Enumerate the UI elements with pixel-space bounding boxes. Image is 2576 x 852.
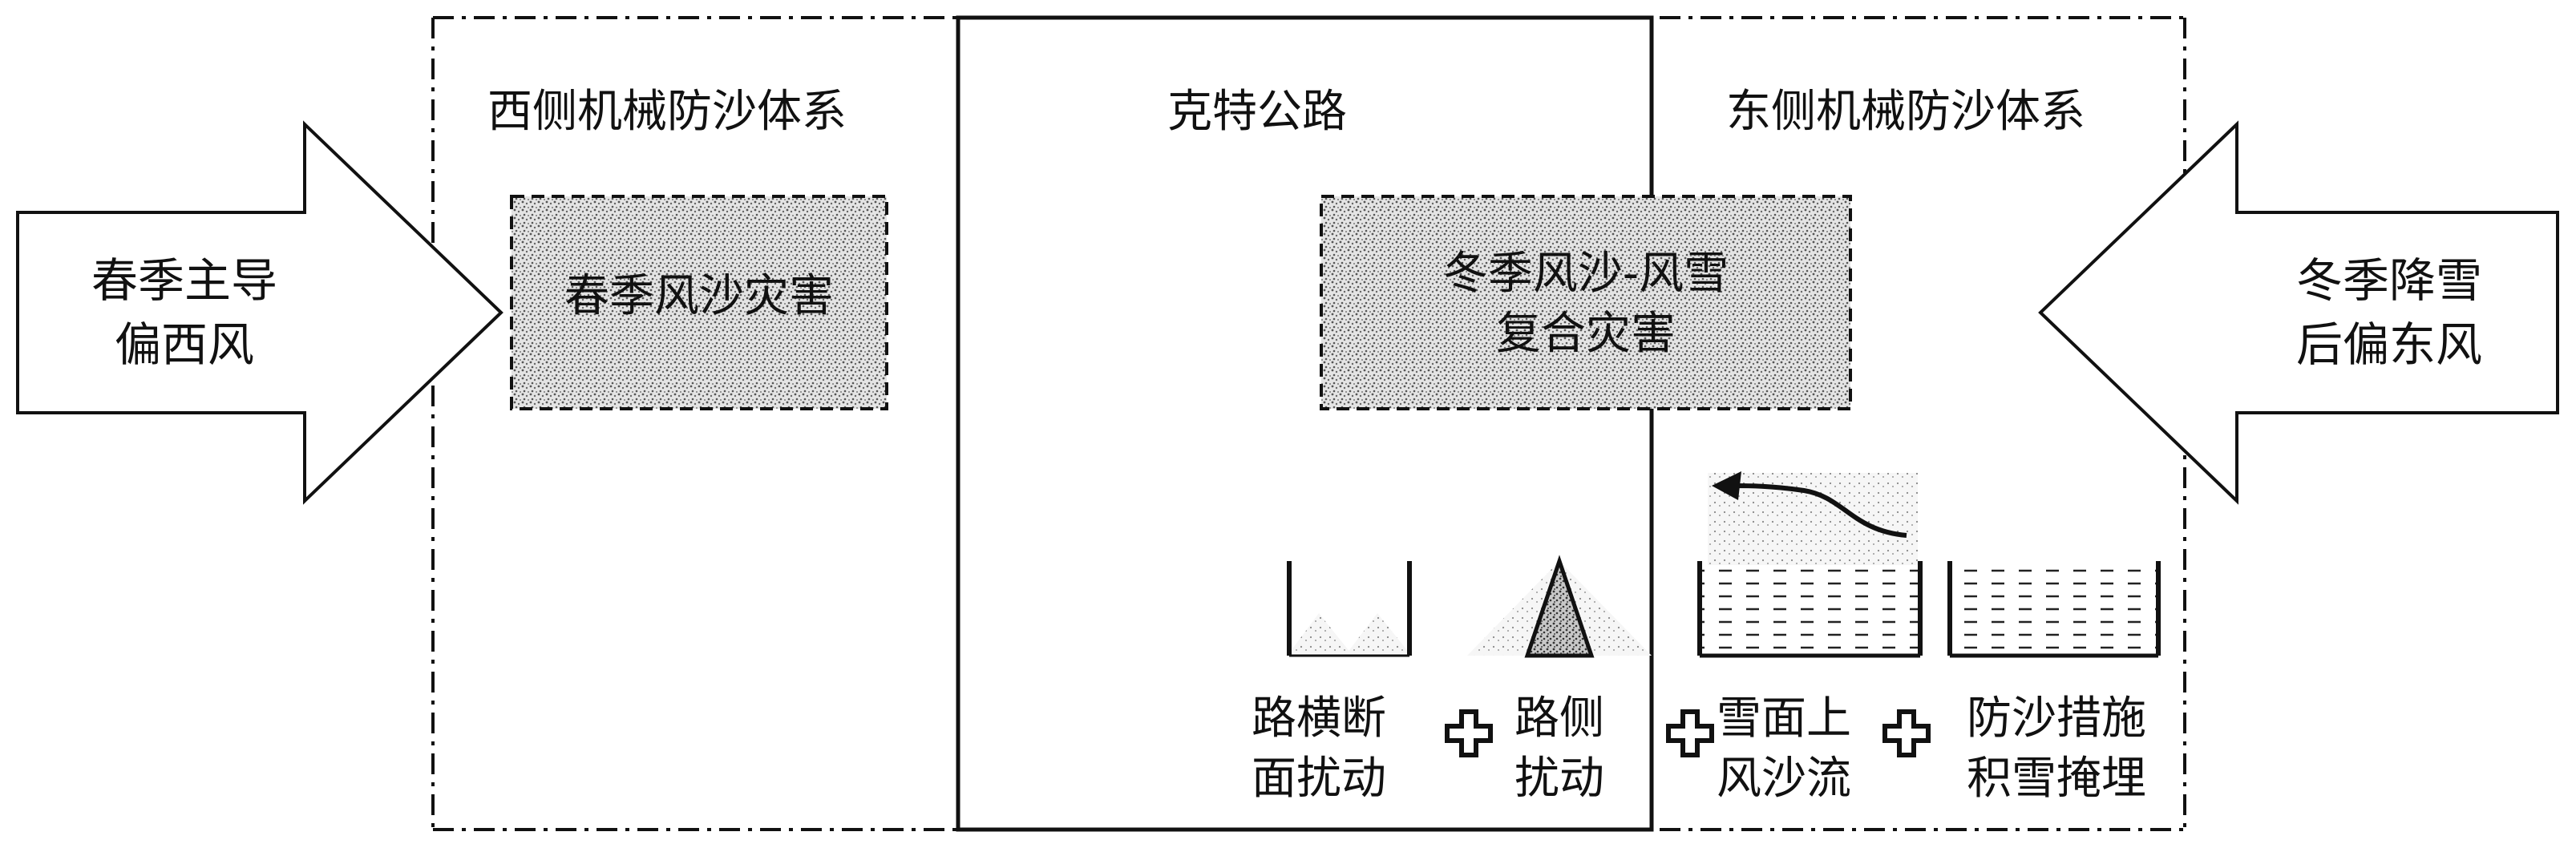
west-wind-label-2: 偏西风 <box>115 317 254 372</box>
winter-hazard-box <box>1320 195 1852 410</box>
plus-icon <box>1445 709 1493 757</box>
snow-flow-label-1: 雪面上 <box>1717 693 1851 745</box>
road-section-label-2: 面扰动 <box>1252 753 1386 805</box>
road-section-label-1: 路横断 <box>1252 693 1386 745</box>
plus-icon <box>1882 709 1931 757</box>
east-wind-arrow <box>2038 120 2559 505</box>
spring-hazard-label: 春季风沙灾害 <box>564 270 834 322</box>
snow-surface-sand-flow-icon <box>1697 471 1923 658</box>
roadside-dune-icon <box>1467 555 1652 658</box>
snow-burial-icon <box>1947 561 2161 658</box>
roadside-label-2: 扰动 <box>1514 753 1604 805</box>
west-system-title: 西侧机械防沙体系 <box>487 86 847 138</box>
highway-title: 克特公路 <box>1167 86 1347 138</box>
west-wind-label-1: 春季主导 <box>91 253 277 308</box>
snow-burial-label-2: 积雪掩埋 <box>1967 753 2146 805</box>
plus-icon <box>1666 709 1714 757</box>
snow-flow-label-2: 风沙流 <box>1717 753 1851 805</box>
winter-hazard-label-1: 冬季风沙-风雪 <box>1443 248 1729 300</box>
east-system-title: 东侧机械防沙体系 <box>1726 86 2085 138</box>
snow-burial-label-1: 防沙措施 <box>1967 693 2146 745</box>
spring-hazard-box <box>510 195 888 410</box>
west-wind-arrow <box>16 120 503 505</box>
winter-hazard-label-2: 复合灾害 <box>1496 308 1676 360</box>
road-cross-section-icon <box>1287 561 1412 657</box>
roadside-label-1: 路侧 <box>1514 693 1604 745</box>
east-wind-label-1: 冬季降雪 <box>2296 253 2482 308</box>
east-wind-label-2: 后偏东风 <box>2296 317 2482 372</box>
